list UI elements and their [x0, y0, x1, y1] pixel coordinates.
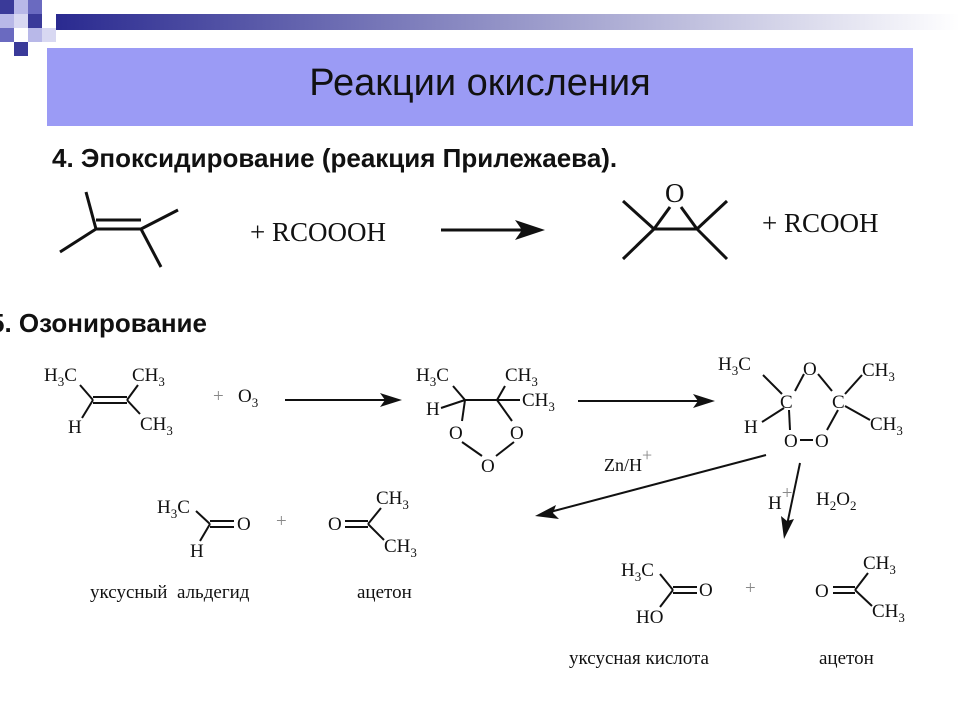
decor-square-7 — [0, 28, 14, 42]
decor-square-1 — [0, 0, 14, 14]
epoxide-product: O — [621, 178, 729, 261]
ozone-plus: + — [213, 386, 224, 407]
ozone-reagent: O — [238, 386, 252, 407]
reduction-reagent: Zn/H+ — [604, 445, 652, 475]
svg-text:CH3: CH3 — [140, 414, 173, 438]
peracid-reagent: + RCOOOH — [250, 217, 386, 247]
svg-text:H3C: H3C — [718, 354, 751, 378]
alkene-tetrasubstituted — [59, 191, 179, 268]
decor-square-10 — [14, 42, 28, 56]
oxidation-acid: H+ — [768, 483, 792, 514]
oxidation-reagent: H2O2 — [816, 489, 856, 513]
ozonation-arrow-1 — [285, 393, 402, 407]
decor-square-5 — [14, 14, 28, 28]
svg-text:O3: O3 — [238, 386, 258, 410]
oxidation-arrow — [781, 462, 801, 539]
ozonide: H3C O CH3 C C CH3 H O O — [718, 354, 903, 452]
svg-text:O: O — [237, 514, 251, 535]
carboxylic-acid-byproduct: + RCOOH — [762, 208, 879, 238]
svg-text:H3C: H3C — [621, 560, 654, 584]
ozonation-alkene: H3C CH3 CH3 H — [44, 365, 173, 438]
svg-text:CH3: CH3 — [384, 536, 417, 560]
alkene-h3c-h: H — [44, 365, 58, 386]
acetic-acid: H3C O HO — [621, 560, 713, 628]
epoxide-oxygen: O — [665, 178, 685, 208]
decor-square-2 — [14, 0, 28, 14]
epoxidation-arrow — [441, 220, 545, 240]
svg-text:CH3: CH3 — [376, 488, 409, 512]
alkene-ch3-bottom: CH — [140, 414, 167, 435]
svg-text:O: O — [481, 456, 495, 477]
alkene-ch3-top: CH — [132, 365, 159, 386]
svg-text:H: H — [744, 417, 758, 438]
svg-text:H3C: H3C — [416, 365, 449, 389]
epoxidation-heading: 4. Эпоксидирование (реакция Прилежаева). — [52, 143, 618, 173]
svg-text:H: H — [190, 541, 204, 562]
svg-text:H: H — [426, 399, 440, 420]
svg-text:C: C — [832, 392, 845, 413]
label-acetic-acid: уксусная кислота — [569, 648, 710, 669]
svg-text:CH3: CH3 — [862, 360, 895, 384]
svg-text:CH3: CH3 — [872, 601, 905, 625]
acetone-reduction: O CH3 CH3 — [328, 488, 417, 560]
decor-square-6 — [28, 14, 42, 28]
svg-text:CH3: CH3 — [132, 365, 165, 389]
svg-text:O: O — [328, 514, 342, 535]
decor-square-9 — [42, 28, 56, 42]
svg-text:O: O — [815, 431, 829, 452]
acetone-oxidation: O CH3 CH3 — [815, 553, 905, 625]
label-acetone-1: ацетон — [357, 582, 412, 603]
svg-text:O: O — [815, 581, 829, 602]
svg-text:O: O — [784, 431, 798, 452]
ozonation-heading: 5. Озонирование — [0, 308, 207, 338]
molozonide: H3C CH3 CH3 H O O O — [416, 365, 555, 477]
decor-top-stripe — [56, 14, 960, 30]
svg-text:CH3: CH3 — [870, 414, 903, 438]
oxidation-products-plus: + — [745, 578, 756, 599]
svg-text:O: O — [699, 580, 713, 601]
svg-text:O: O — [449, 423, 463, 444]
reduction-products-plus: + — [276, 511, 287, 532]
svg-text:CH3: CH3 — [505, 365, 538, 389]
label-acetone-2: ацетон — [819, 648, 874, 669]
slide-title: Реакции окисления — [309, 62, 651, 104]
decor-square-3 — [28, 0, 42, 14]
svg-text:HO: HO — [636, 607, 663, 628]
title-bar: Реакции окисления — [47, 48, 913, 126]
svg-text:CH3: CH3 — [522, 390, 555, 414]
svg-text:CH3: CH3 — [863, 553, 896, 577]
reduction-arrow — [535, 454, 767, 519]
decor-square-4 — [0, 14, 14, 28]
decor-square-8 — [28, 28, 42, 42]
svg-text:H3C: H3C — [157, 497, 190, 521]
svg-text:H3C: H3C — [44, 365, 77, 389]
alkene-h: H — [68, 417, 82, 438]
ozonation-arrow-2 — [578, 394, 715, 408]
label-acetaldehyde: уксусный альдегид — [90, 582, 250, 603]
svg-text:O: O — [510, 423, 524, 444]
svg-text:O: O — [803, 359, 817, 380]
acetaldehyde: H3C O H — [157, 497, 251, 562]
